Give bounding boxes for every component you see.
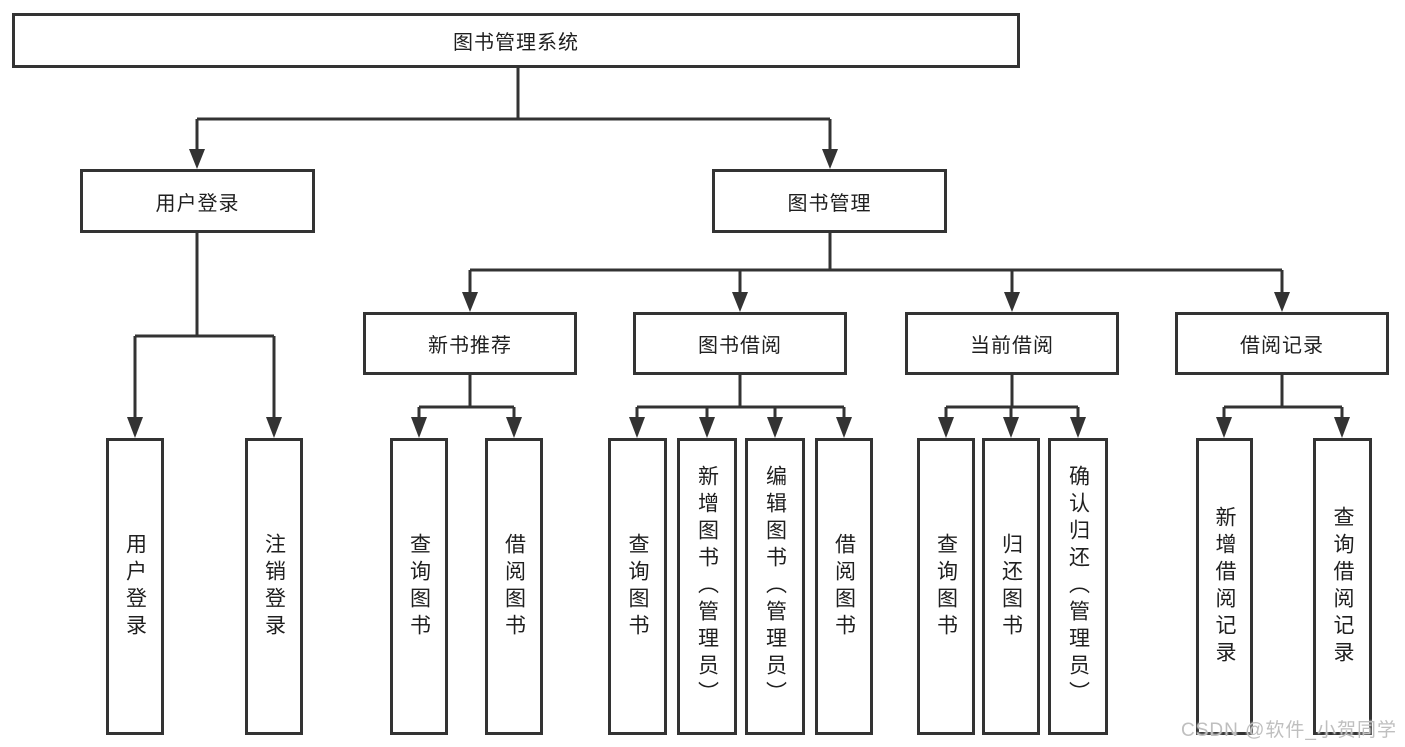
node-current-borrow: 当前借阅 xyxy=(905,312,1119,375)
node-logout-leaf: 注销登录 xyxy=(245,438,303,735)
node-confirm-return-admin: 确认归还（管理员） xyxy=(1048,438,1108,735)
node-query-books-recommend: 查询图书 xyxy=(390,438,448,735)
connector-borrow-records xyxy=(1222,375,1344,420)
node-book-borrow: 图书借阅 xyxy=(633,312,847,375)
node-new-book-recommend: 新书推荐 xyxy=(363,312,577,375)
arrowheads xyxy=(127,149,1350,438)
connector-new-book-recommend xyxy=(417,375,516,420)
connector-book-borrow xyxy=(635,375,846,420)
node-borrow-books-leaf: 借阅图书 xyxy=(815,438,873,735)
connector-root xyxy=(195,68,832,151)
node-add-borrow-record: 新增借阅记录 xyxy=(1196,438,1253,735)
node-borrow-records: 借阅记录 xyxy=(1175,312,1389,375)
node-edit-book-admin: 编辑图书（管理员） xyxy=(745,438,805,735)
node-return-books: 归还图书 xyxy=(982,438,1040,735)
csdn-watermark: CSDN @软件_小贺同学 xyxy=(1181,720,1397,741)
node-query-books-borrow: 查询图书 xyxy=(608,438,667,735)
connector-user-login xyxy=(133,233,276,420)
node-query-books-current: 查询图书 xyxy=(917,438,975,735)
node-user-login-leaf: 用户登录 xyxy=(106,438,164,735)
node-add-book-admin: 新增图书（管理员） xyxy=(677,438,737,735)
connector-current-borrow xyxy=(944,375,1080,420)
node-book-management: 图书管理 xyxy=(712,169,947,233)
node-user-login: 用户登录 xyxy=(80,169,315,233)
node-root: 图书管理系统 xyxy=(12,13,1020,68)
node-query-borrow-record: 查询借阅记录 xyxy=(1313,438,1372,735)
node-borrow-books-recommend: 借阅图书 xyxy=(485,438,543,735)
connector-book-management xyxy=(468,233,1284,294)
